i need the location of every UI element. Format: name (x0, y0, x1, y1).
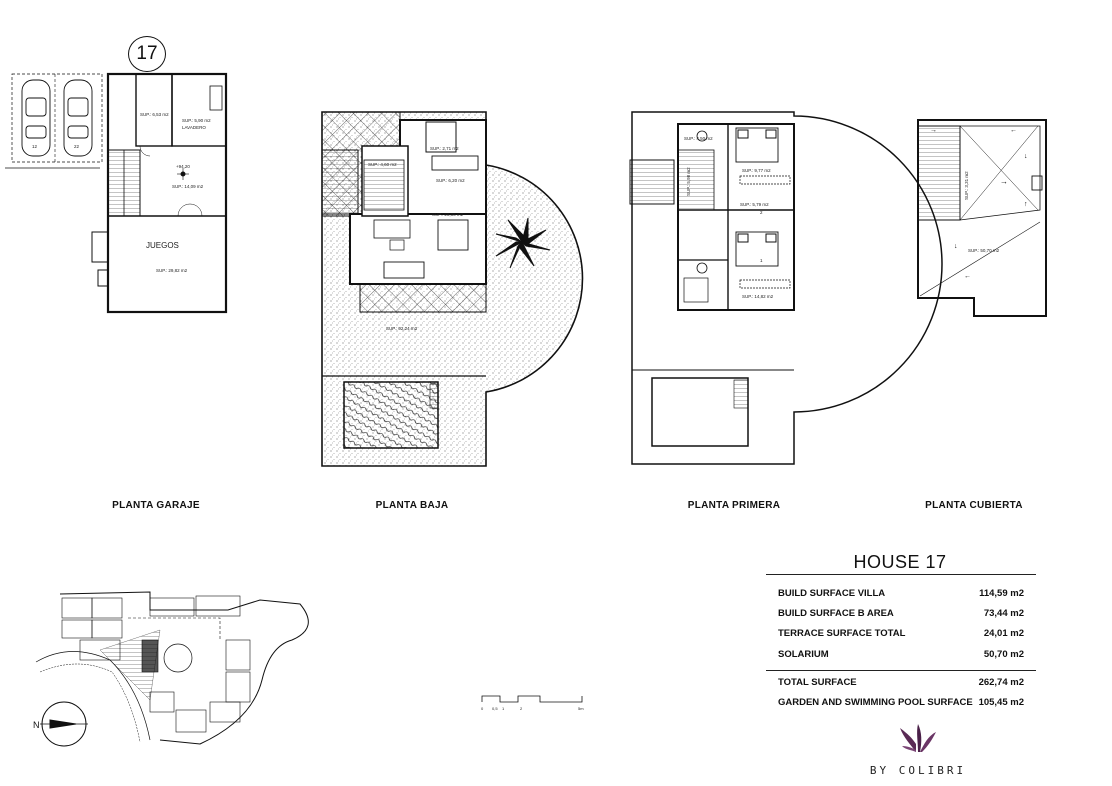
garage-plan-title: PLANTA GARAJE (112, 500, 200, 511)
car-icon (21, 79, 51, 157)
ground-plan (321, 111, 584, 467)
room-labels: SUP.: 6,53 m2 SUP.: 5,90 m2 LAVADERO +94… (32, 112, 1000, 730)
plan-number-badge: 17 (128, 36, 166, 72)
garage-room-1-area: SUP.: 6,53 m2 (140, 112, 169, 117)
svg-text:→: → (930, 127, 937, 134)
summary-row-value: 114,59 m2 (979, 588, 1024, 599)
scale-label-5m: 5m (578, 706, 584, 711)
roof-plan-title: PLANTA CUBIERTA (925, 500, 1023, 511)
summary-row-label: SOLARIUM (778, 649, 829, 660)
ground-living-area: SUP.: 28,36 m2 (432, 212, 464, 217)
first-plan (629, 111, 943, 465)
laundry-label: LAVADERO (182, 125, 206, 130)
first-room-c-area: SUP.: 5,98 m2 (686, 167, 691, 196)
first-room-d-area: SUP.: 5,79 m2 (740, 202, 769, 207)
garage-plan (5, 72, 228, 314)
scale-bar (481, 695, 583, 703)
parking-number-2: 22 (74, 144, 80, 149)
summary-row-label: TERRACE SURFACE TOTAL (778, 628, 906, 639)
first-bedroom-area: SUP.: 14,82 m2 (742, 294, 774, 299)
ground-room-c-area: SUP.: 6,20 m2 (436, 178, 465, 183)
garage-room-2-area: SUP.: 5,90 m2 (182, 118, 211, 123)
summary-divider-top (766, 574, 1036, 575)
summary-row-value: 50,70 m2 (983, 649, 1024, 660)
parking-number-1: 12 (32, 144, 38, 149)
scale-label-05: 0,5 (492, 706, 498, 711)
svg-text:↑: ↑ (1024, 201, 1028, 208)
ground-room-a-area: SUP.: 2,71 m2 (430, 146, 459, 151)
ground-room-b-area: SUP.: 4,60 m2 (368, 162, 397, 167)
site-plan (35, 591, 309, 747)
garage-hall-area: SUP.: 14,09 m2 (172, 184, 204, 189)
first-room-b-area: SUP.: 9,77 m2 (742, 168, 771, 173)
ground-garden-area: SUP.: 92,24 m2 (386, 326, 418, 331)
games-room-area: SUP.: 29,82 m2 (156, 268, 188, 273)
palm-tree-icon (495, 217, 551, 269)
north-label: N (33, 720, 40, 730)
summary-divider-bottom (766, 670, 1036, 671)
scale-label-0: 0 (481, 706, 484, 711)
svg-text:↓: ↓ (1024, 153, 1028, 160)
roof-plan: → ↓ ↑ ↓ ← → ← (917, 119, 1047, 317)
brand-wordmark: BY COLIBRI (869, 764, 967, 777)
games-room-label: JUEGOS (146, 241, 179, 250)
summary-row-label: BUILD SURFACE VILLA (778, 588, 886, 599)
summary-row-value: 73,44 m2 (983, 608, 1024, 619)
bedroom-number-1: 1 (760, 258, 763, 263)
summary-total-label: GARDEN AND SWIMMING POOL SURFACE (778, 697, 973, 708)
level-label: +94,20 (176, 164, 190, 169)
roof-terrace-area: SUP.: 50,70 m2 (968, 248, 1000, 253)
svg-text:←: ← (964, 273, 971, 280)
scale-label-2: 2 (520, 706, 523, 711)
svg-text:→: → (1000, 177, 1008, 186)
roof-room-b-area: SUP.: 3,31 m2 (964, 171, 969, 200)
bedroom-number-2: 2 (760, 210, 763, 215)
north-arrow-icon (40, 701, 88, 747)
ground-plan-title: PLANTA BAJA (375, 500, 449, 511)
first-room-a-area: SUP.: 4,50 m2 (684, 136, 713, 141)
summary-title: HOUSE 17 (853, 552, 947, 572)
svg-text:↓: ↓ (954, 243, 958, 250)
car-icon (63, 79, 93, 157)
summary-total-value: 262,74 m2 (978, 677, 1024, 688)
hummingbird-logo-icon (900, 724, 936, 752)
summary-total-value: 105,45 m2 (978, 697, 1024, 708)
summary-row-value: 24,01 m2 (983, 628, 1024, 639)
svg-text:←: ← (1010, 127, 1017, 134)
first-plan-title: PLANTA PRIMERA (687, 500, 781, 511)
summary-row-label: BUILD SURFACE B AREA (778, 608, 894, 619)
summary-total-label: TOTAL SURFACE (778, 677, 857, 688)
scale-label-1: 1 (502, 706, 505, 711)
